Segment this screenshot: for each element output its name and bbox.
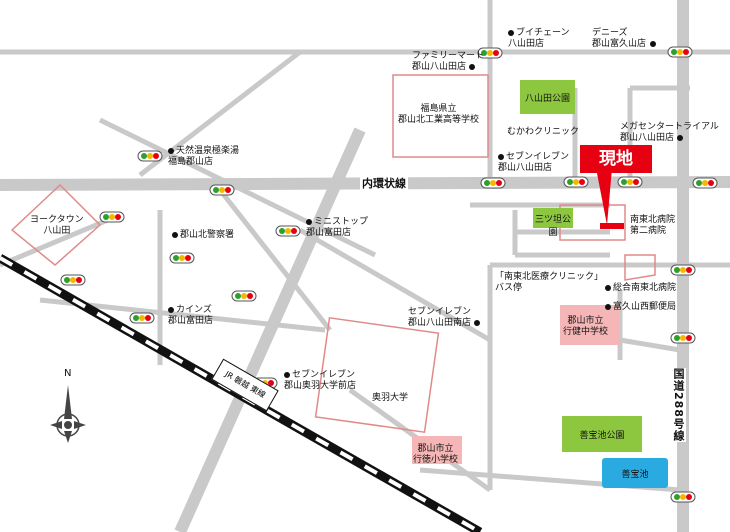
- poi-seven-hachiyamada[interactable]: セブンイレブン 郡山八山田店: [498, 152, 569, 174]
- poi-text: 総合南東北病院: [613, 283, 677, 293]
- label-kobumi-jh: 郡山市立 行健中学校: [563, 316, 609, 337]
- poi-nishi-ent[interactable]: 富久山西郵便局: [605, 302, 676, 313]
- poi-text: セブンイレブン 郡山八山田南店: [408, 307, 472, 328]
- poi-hospital2[interactable]: 南東北病院 第二病院: [630, 215, 675, 237]
- current-pointer: [596, 168, 612, 225]
- poi-text: ミニストップ 郡山富田店: [306, 217, 369, 238]
- poi-seven-ohu[interactable]: セブンイレブン 郡山奥羽大学前店: [284, 370, 356, 392]
- park-areas: [520, 80, 668, 488]
- label-kita-kogyo: 福島県立 郡山北工業高等学校: [398, 104, 480, 125]
- poi-dot-icon: [474, 319, 481, 326]
- poi-dot-icon: [469, 63, 476, 70]
- poi-text: 天然温泉極楽湯 福島郡山店: [168, 146, 240, 167]
- poi-text: セブンイレブン 郡山奥羽大学前店: [284, 370, 357, 391]
- poi-text: 南東北病院 第二病院: [630, 215, 676, 236]
- poi-kainz[interactable]: カインズ 郡山富田店: [168, 305, 213, 327]
- poi-dot-icon: [168, 306, 174, 313]
- poi-text: デニーズ 郡山富久山店: [592, 28, 647, 49]
- poi-dot-icon: [172, 231, 178, 238]
- compass-icon: [50, 385, 86, 443]
- poi-dennys[interactable]: デニーズ 郡山富久山店: [592, 28, 658, 50]
- label-ohu-univ: 奥羽大学: [372, 393, 409, 403]
- poi-dot-icon: [677, 134, 684, 141]
- label-mitsuhako-park: 三ツ坦公園: [534, 215, 571, 238]
- poi-dot-icon: [498, 153, 504, 160]
- poi-text: むかわクリニック: [507, 127, 580, 137]
- poi-dot-icon: [168, 147, 174, 154]
- poi-yorktown[interactable]: ヨークタウン 八山田: [30, 215, 84, 237]
- traffic-lights: [60, 46, 718, 503]
- poi-megacenter[interactable]: メガセンタートライアル 郡山八山田店: [620, 122, 719, 144]
- poi-dot-icon: [650, 40, 657, 47]
- poi-text: ファミリーマート 郡山八山田店: [412, 51, 485, 72]
- poi-dot-icon: [508, 29, 514, 36]
- poi-text: メガセンタートライアル 郡山八山田店: [620, 122, 719, 143]
- poi-onsen[interactable]: 天然温泉極楽湯 福島郡山店: [168, 146, 239, 168]
- current-marker: [600, 223, 624, 229]
- label-kobumi-elem: 郡山市立 行徳小学校: [413, 444, 459, 465]
- poi-dot-icon: [605, 284, 611, 291]
- label-zenpoji-park: 善宝池公園: [579, 431, 625, 441]
- poi-text: セブンイレブン 郡山八山田店: [498, 152, 570, 173]
- school-areas: [412, 305, 620, 464]
- poi-seven-minami[interactable]: セブンイレブン 郡山八山田南店: [408, 307, 482, 329]
- poi-text: 富久山西郵便局: [613, 302, 677, 312]
- road-label-naikanjo: 内環状線: [360, 175, 408, 191]
- poi-familymart[interactable]: ファミリーマート 郡山八山田店: [412, 51, 484, 73]
- poi-dot-icon: [605, 303, 611, 310]
- poi-ministop[interactable]: ミニストップ 郡山富田店: [306, 217, 368, 239]
- poi-mukawa[interactable]: むかわクリニック: [507, 127, 579, 138]
- poi-general-hospital[interactable]: 総合南東北病院: [605, 283, 676, 294]
- poi-text: ブイチェーン 八山田店: [508, 28, 570, 49]
- current-location-badge[interactable]: 現地: [580, 145, 652, 173]
- poi-text: ヨークタウン 八山田: [30, 215, 84, 236]
- road-label-route288: 国道288号線: [670, 368, 686, 442]
- poi-dot-icon: [306, 218, 312, 225]
- label-zenpoji-pond: 善宝池: [621, 470, 649, 480]
- label-hachiyamada-park: 八山田公園: [524, 94, 570, 104]
- poi-clinic-busstop[interactable]: 「南東北医療クリニック」 バス停: [495, 272, 603, 294]
- poi-police[interactable]: 郡山北警察署: [172, 230, 234, 241]
- poi-text: 郡山北警察署: [180, 230, 235, 240]
- poi-dot-icon: [284, 371, 290, 378]
- poi-text: 「南東北医療クリニック」 バス停: [495, 272, 604, 293]
- poi-text: カインズ 郡山富田店: [168, 305, 214, 326]
- poi-buychaine[interactable]: ブイチェーン 八山田店: [508, 28, 570, 50]
- north-label: N: [64, 368, 72, 379]
